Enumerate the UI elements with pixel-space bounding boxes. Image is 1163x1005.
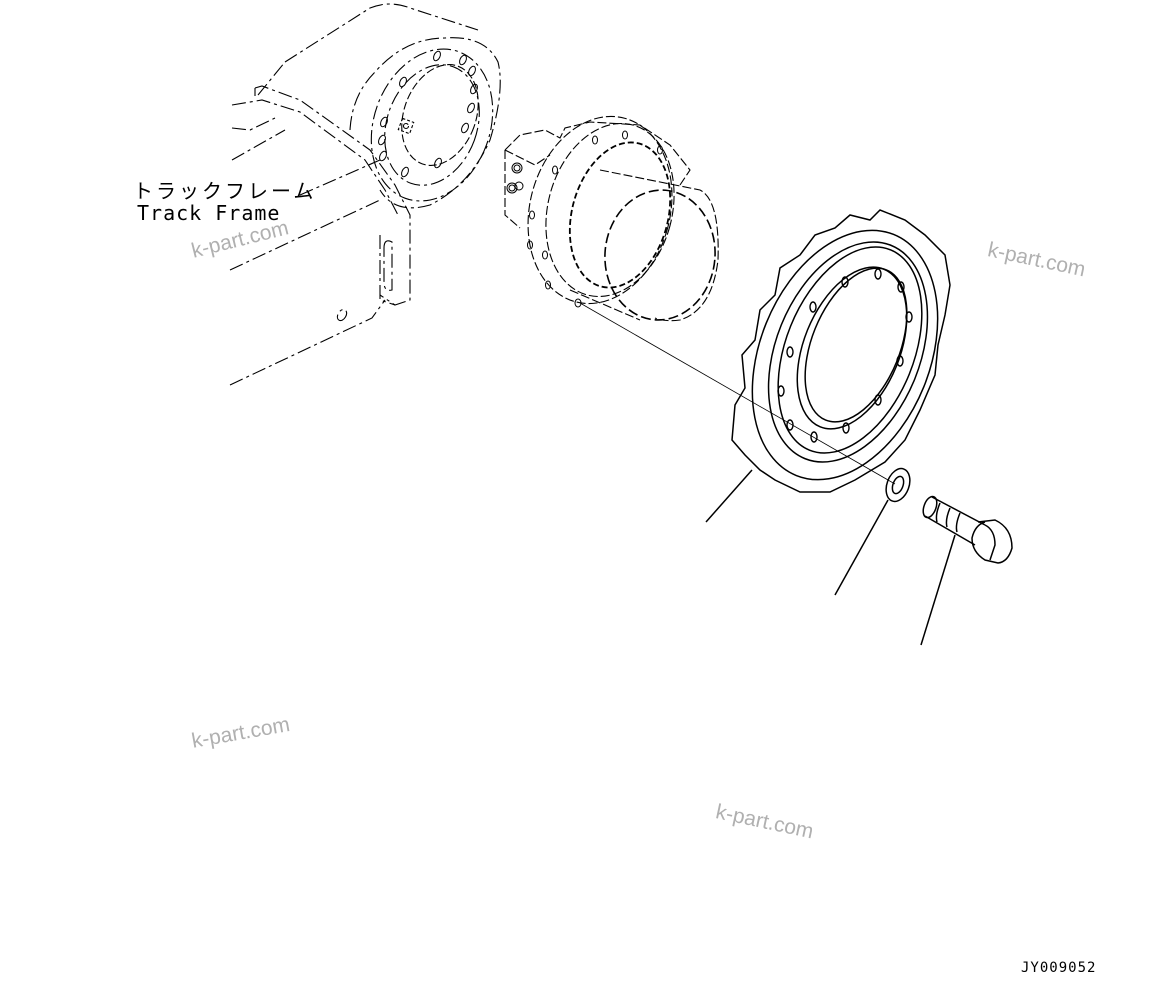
final-drive-drawing [504,115,719,322]
final-drive-ports [506,162,524,194]
drawing-code: JY009052 [1021,960,1097,976]
leader-washer [834,499,889,596]
track-frame-drawing [229,3,501,386]
track-frame-label-en: Track Frame [137,201,281,225]
leader-sprocket [705,469,753,523]
leader-lines [705,469,956,646]
track-frame-bolt-holes [378,50,478,178]
washer-drawing [885,467,911,503]
bolt-drawing [922,495,1013,564]
sprocket-drawing [731,209,951,493]
track-frame-label-jp: トラックフレーム [133,179,317,203]
center-line [579,302,896,485]
sprocket-bolt-holes [777,268,913,443]
leader-bolt [920,534,956,646]
final-drive-bolt-holes [527,130,663,308]
